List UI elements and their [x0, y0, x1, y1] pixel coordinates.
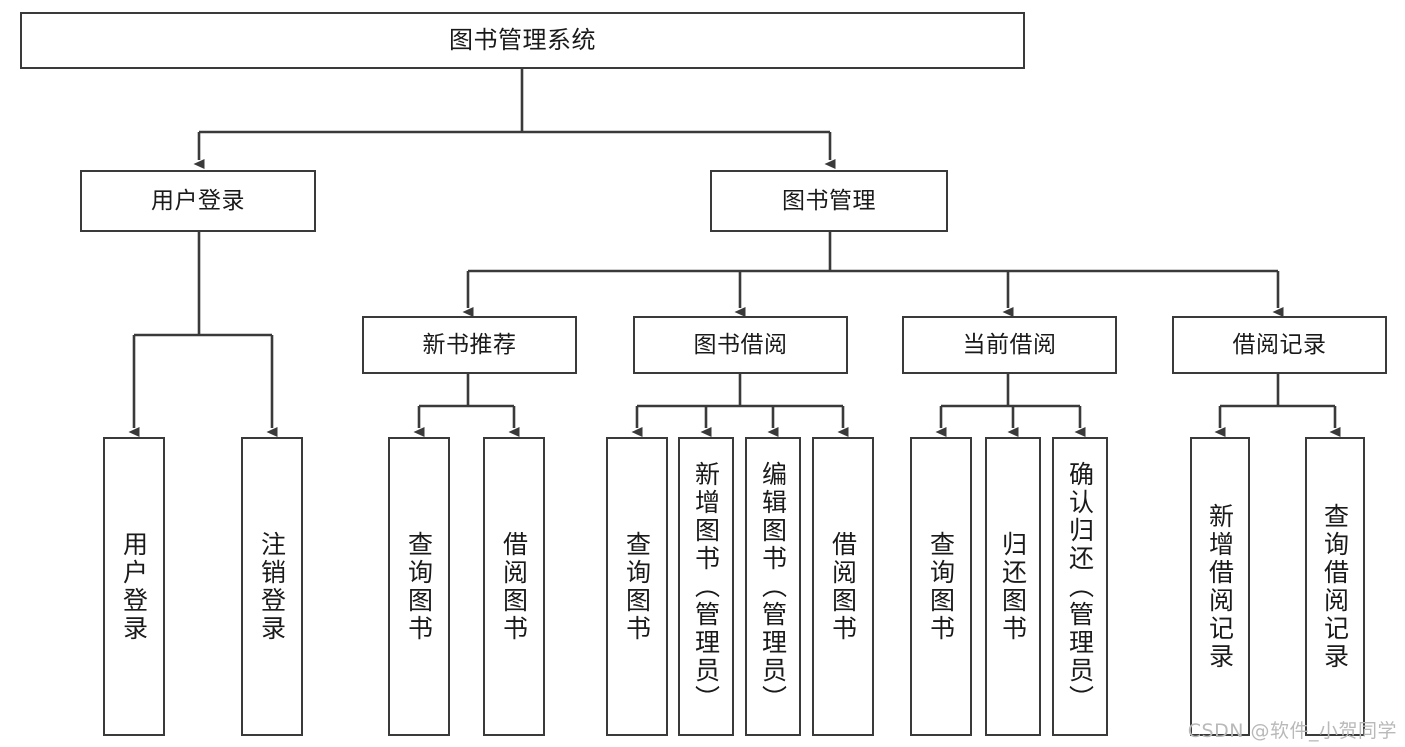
node-leaf-borrow-book-rec-label: 借阅图书: [499, 530, 529, 643]
node-new-book-rec[interactable]: 新书推荐: [362, 316, 577, 374]
node-leaf-query-book-borrow[interactable]: 查询图书: [606, 437, 668, 736]
node-leaf-user-login[interactable]: 用户登录: [103, 437, 165, 736]
node-leaf-query-record[interactable]: 查询借阅记录: [1305, 437, 1365, 736]
node-root-label: 图书管理系统: [449, 25, 596, 54]
node-leaf-query-book-borrow-label: 查询图书: [622, 530, 652, 643]
node-leaf-query-book-current[interactable]: 查询图书: [910, 437, 972, 736]
node-leaf-query-book-rec[interactable]: 查询图书: [388, 437, 450, 736]
node-leaf-user-login-label: 用户登录: [119, 530, 149, 643]
node-leaf-edit-book[interactable]: 编辑图书（管理员）: [745, 437, 801, 736]
node-leaf-query-book-current-label: 查询图书: [926, 530, 956, 643]
node-leaf-confirm-return[interactable]: 确认归还（管理员）: [1052, 437, 1108, 736]
node-leaf-query-book-rec-label: 查询图书: [404, 530, 434, 643]
node-root[interactable]: 图书管理系统: [20, 12, 1025, 69]
node-leaf-confirm-return-label: 确认归还（管理员）: [1065, 460, 1095, 713]
node-book-manage-label: 图书管理: [782, 187, 876, 214]
node-leaf-return-book-label: 归还图书: [998, 530, 1028, 643]
node-leaf-return-book[interactable]: 归还图书: [985, 437, 1041, 736]
node-leaf-logout[interactable]: 注销登录: [241, 437, 303, 736]
node-leaf-edit-book-label: 编辑图书（管理员）: [758, 460, 788, 713]
node-new-book-rec-label: 新书推荐: [422, 331, 517, 358]
node-borrow-record[interactable]: 借阅记录: [1172, 316, 1387, 374]
node-leaf-add-book[interactable]: 新增图书（管理员）: [678, 437, 734, 736]
node-leaf-borrow-book-rec[interactable]: 借阅图书: [483, 437, 545, 736]
node-leaf-query-record-label: 查询借阅记录: [1320, 502, 1350, 671]
node-leaf-logout-label: 注销登录: [257, 530, 287, 643]
node-book-manage[interactable]: 图书管理: [710, 170, 948, 232]
node-user-login-label: 用户登录: [151, 187, 245, 214]
node-current-borrow-label: 当前借阅: [962, 331, 1057, 358]
node-current-borrow[interactable]: 当前借阅: [902, 316, 1117, 374]
node-leaf-add-record-label: 新增借阅记录: [1205, 502, 1235, 671]
node-book-borrow-label: 图书借阅: [693, 331, 788, 358]
node-book-borrow[interactable]: 图书借阅: [633, 316, 848, 374]
node-leaf-borrow-book[interactable]: 借阅图书: [812, 437, 874, 736]
node-leaf-borrow-book-label: 借阅图书: [828, 530, 858, 643]
watermark-text: CSDN @软件_小贺同学: [1187, 720, 1397, 742]
node-user-login[interactable]: 用户登录: [80, 170, 316, 232]
node-borrow-record-label: 借阅记录: [1232, 331, 1327, 358]
node-leaf-add-book-label: 新增图书（管理员）: [691, 460, 721, 713]
node-leaf-add-record[interactable]: 新增借阅记录: [1190, 437, 1250, 736]
